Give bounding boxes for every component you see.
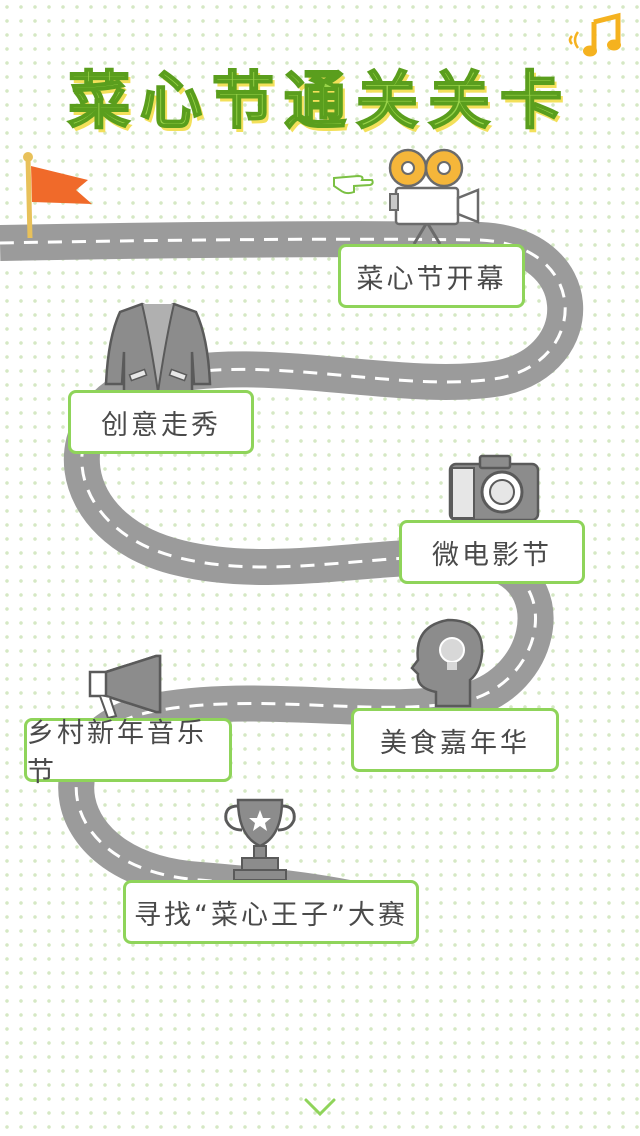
stage-label: 美食嘉年华 <box>380 727 530 759</box>
megaphone-icon <box>88 654 162 720</box>
stage-label: 寻找“菜心王子”大赛 <box>134 899 408 931</box>
stage-opening-button[interactable]: 菜心节开幕 <box>338 244 525 308</box>
camera-icon <box>448 454 540 522</box>
music-note-icon <box>568 12 621 57</box>
stage-prince-contest-button[interactable]: 寻找“菜心王子”大赛 <box>123 880 419 944</box>
stage-fashion-show-button[interactable]: 创意走秀 <box>68 390 254 454</box>
stage-food-carnival-button[interactable]: 美食嘉年华 <box>351 708 559 772</box>
chevron-down-icon[interactable] <box>300 1090 340 1120</box>
music-toggle-button[interactable] <box>566 10 626 60</box>
start-flag-icon <box>23 152 92 239</box>
stage-label: 微电影节 <box>432 539 552 571</box>
stage-label: 菜心节开幕 <box>356 263 507 295</box>
movie-camera-icon <box>388 148 480 245</box>
stage-label: 乡村新年音乐节 <box>27 718 207 788</box>
stage-label: 创意走秀 <box>101 409 221 441</box>
jacket-icon <box>104 302 212 394</box>
stage-micro-film-button[interactable]: 微电影节 <box>399 520 585 584</box>
stage-new-year-music-button[interactable]: 乡村新年音乐节 <box>24 718 232 788</box>
head-lightbulb-icon <box>410 618 484 708</box>
trophy-icon <box>224 798 296 881</box>
pointing-hand-icon <box>333 174 374 195</box>
page-title: 菜心节通关关卡 <box>67 63 572 138</box>
